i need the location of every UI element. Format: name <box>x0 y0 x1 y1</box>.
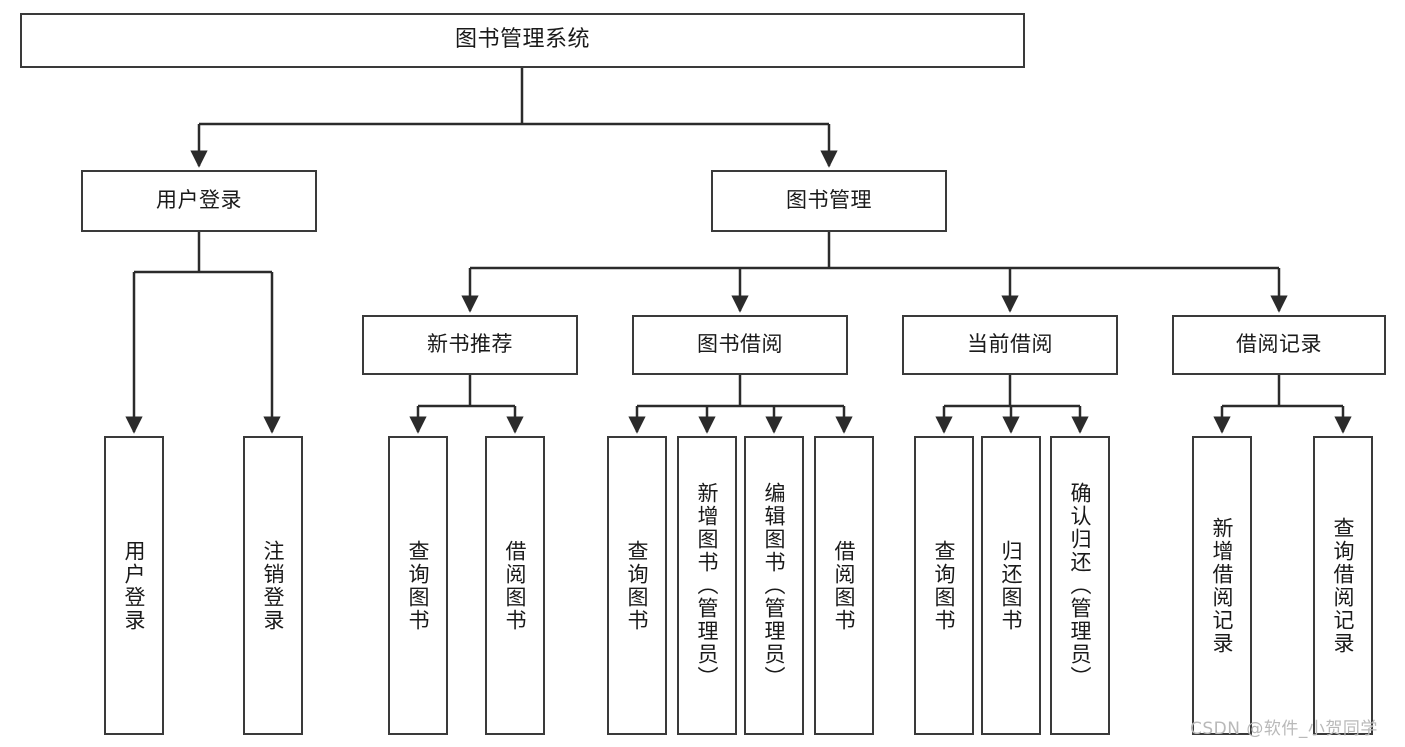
node-label: 确认归还（管理员） <box>1068 482 1093 689</box>
node-label: 注销登录 <box>261 539 286 632</box>
node-leaf-query-book-current[interactable]: 查询图书 <box>914 436 974 735</box>
node-label: 用户登录 <box>122 539 147 632</box>
node-label: 图书借阅 <box>697 332 783 357</box>
node-label: 查询图书 <box>625 539 650 632</box>
node-leaf-borrow-book[interactable]: 借阅图书 <box>814 436 874 735</box>
node-label: 新书推荐 <box>427 332 513 357</box>
node-leaf-confirm-return-admin[interactable]: 确认归还（管理员） <box>1050 436 1110 735</box>
node-label: 编辑图书（管理员） <box>762 482 787 689</box>
node-leaf-borrow-book-recommend[interactable]: 借阅图书 <box>485 436 545 735</box>
node-root-book-management-system[interactable]: 图书管理系统 <box>20 13 1025 68</box>
node-leaf-return-book[interactable]: 归还图书 <box>981 436 1041 735</box>
node-label: 查询图书 <box>932 539 957 632</box>
csdn-watermark: CSDN @软件_小贺同学 <box>1190 719 1378 739</box>
node-label: 归还图书 <box>999 539 1024 632</box>
node-label: 查询图书 <box>406 539 431 632</box>
node-leaf-user-logout[interactable]: 注销登录 <box>243 436 303 735</box>
node-new-book-recommend[interactable]: 新书推荐 <box>362 315 578 375</box>
node-label: 图书管理 <box>786 188 872 213</box>
node-book-management[interactable]: 图书管理 <box>711 170 947 232</box>
node-label: 借阅记录 <box>1236 332 1322 357</box>
node-leaf-query-book-borrow[interactable]: 查询图书 <box>607 436 667 735</box>
node-borrow-record[interactable]: 借阅记录 <box>1172 315 1386 375</box>
node-leaf-edit-book-admin[interactable]: 编辑图书（管理员） <box>744 436 804 735</box>
node-leaf-user-login[interactable]: 用户登录 <box>104 436 164 735</box>
node-user-login[interactable]: 用户登录 <box>81 170 317 232</box>
node-label: 用户登录 <box>156 188 242 213</box>
node-leaf-query-book-recommend[interactable]: 查询图书 <box>388 436 448 735</box>
node-leaf-add-book-admin[interactable]: 新增图书（管理员） <box>677 436 737 735</box>
node-leaf-add-borrow-record[interactable]: 新增借阅记录 <box>1192 436 1252 735</box>
node-label: 借阅图书 <box>832 539 857 632</box>
node-label: 借阅图书 <box>503 539 528 632</box>
node-label: 当前借阅 <box>967 332 1053 357</box>
node-label: 图书管理系统 <box>454 27 590 53</box>
node-leaf-query-borrow-record[interactable]: 查询借阅记录 <box>1313 436 1373 735</box>
node-label: 新增借阅记录 <box>1210 516 1235 655</box>
node-current-borrow[interactable]: 当前借阅 <box>902 315 1118 375</box>
node-label: 查询借阅记录 <box>1331 516 1356 655</box>
node-label: 新增图书（管理员） <box>695 482 720 689</box>
node-book-borrow[interactable]: 图书借阅 <box>632 315 848 375</box>
